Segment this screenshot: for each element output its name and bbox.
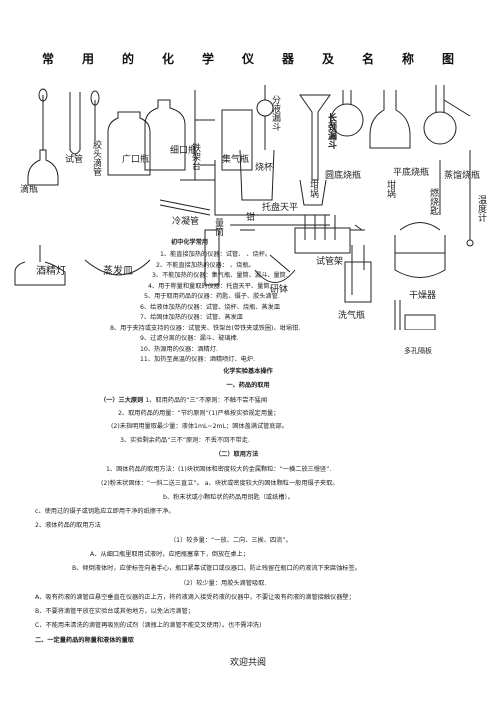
op-p10: （1）较多量：“一放、二向、三挨、四流”。 (170, 537, 292, 544)
notes-item: 8、用于夹持或支持的仪器：试管夹、铁架台(带铁夹或铁圈)、坩埚钳. (110, 324, 301, 332)
title-char: 及 (321, 52, 334, 66)
op-p3: (2)未指明用量取最少量：液体1mL~2mL；固体盖满试管底部。 (111, 423, 288, 430)
label-evaporating-dish: 蒸发皿 (103, 266, 133, 277)
label-condenser: 冷凝管 (172, 217, 200, 227)
title-char: 名 (361, 52, 374, 66)
label-long-neck-funnel: 长颈漏斗 (326, 113, 336, 149)
label-porous-plate: 多孔隔板 (404, 347, 432, 355)
title-char: 化 (161, 52, 174, 66)
op-p6: (2)粉末状固体：“一斜二送三直立”。 a、块状或密度较大的固体颗粒一般用镊子夹… (101, 480, 339, 487)
label-beaker: 烧杯 (255, 163, 274, 173)
label-crucible: 坩埚 (308, 180, 318, 198)
notes-heading: 初中化学常用 (171, 239, 209, 246)
op-p2: 2、取用药品的用量：“节约原则”(1)严格按实验规定用量； (118, 410, 280, 417)
op-p5: 1、固体药品的取用方法：(1)块状固体和密度较大的金属颗粒：“一横二放三慢竖”. (106, 466, 332, 473)
label-separatory-funnel: 分液漏斗 (270, 95, 280, 131)
section-weighing: 二、一定量药品的称量和液体的量取 (35, 637, 134, 644)
footer: 欢迎共阅 (229, 658, 266, 668)
title-char: 图 (441, 52, 454, 66)
op-p15: B、不要将滴管平放在实验台或其他地方，以免沾污滴管； (35, 608, 194, 615)
op-p4: 3、实验剩余药品“三不”原则：不丢不回不带走. (120, 437, 250, 444)
label-alcohol-lamp: 酒精灯 (36, 266, 66, 277)
label-iron-stand: 铁架台 (190, 143, 200, 170)
notes-item: 5、用于取用药品的仪器：药匙、镊子、胶头滴管. (144, 293, 280, 300)
op-p11: A、从细口瓶里取用试液时，应把瓶塞拿下，倒放在桌上； (90, 551, 249, 558)
operations-heading: 化学实验基本操作 (223, 368, 273, 375)
label-crucible-tongs: 坩埚 (385, 180, 395, 198)
label-test-tube-rack: 试管架 (316, 257, 344, 267)
label-combustion-spoon: 燃烧匙 (428, 188, 438, 215)
label-graduated-cylinder: 量筒 (213, 218, 223, 236)
op-p7: b、粉末状或小颗粒状的药品用钥匙（或纸槽）。 (163, 494, 294, 501)
label-thermometer: 温度计 (476, 195, 486, 222)
three-principles: （一）三大原则 1、取用药品的“三”不原则：不触不尝不猛闻 (100, 396, 267, 406)
notes-item: 4、用于称量和量取的仪器：托盘天平、量筒. (148, 282, 272, 290)
label-mortar: 研钵 (270, 285, 289, 295)
page-title: 常用的化学仪器及名称图 (0, 50, 496, 67)
label-test-tube: 试管 (65, 155, 84, 165)
op-p16: C、不能用未清洗的滴管再吸别的试剂（滴瓶上的滴管不能交叉使用）。也不需冲洗) (35, 622, 262, 629)
op-p14: A、吸有药液的滴管应悬空垂直在仪器的正上方，将药液滴入接受药液的仪器中，不要让吸… (35, 594, 355, 601)
notes-item: 1、能直接加热的仪器：试管、 、烧杯。 (160, 251, 272, 258)
notes-item: 3、不能加热的仪器：集气瓶、量筒、漏斗、量筒. (152, 272, 288, 279)
label-tongs: 钳 (246, 213, 256, 223)
label-narrow-mouth-bottle: 细口瓶 (170, 146, 198, 156)
three-principles-title: （一）三大原则 (100, 397, 144, 404)
notes-item: 6、给液体加热的仪器：试管、烧杯、烧瓶、蒸发皿 (140, 303, 281, 311)
notes-item: 11、加热至高温的仪器：酒精喷灯、电炉. (140, 356, 256, 363)
apparatus-illustration (14, 85, 474, 330)
label-wide-mouth-bottle: 广口瓶 (122, 155, 150, 165)
label-distilling-flask: 蒸馏烧瓶 (444, 171, 481, 181)
label-flat-flask: 平底烧瓶 (393, 168, 430, 178)
label-dropper-bottle: 滴瓶 (20, 185, 39, 195)
sub-method: （二）取用方法 (215, 451, 259, 458)
label-gas-jar: 集气瓶 (222, 155, 250, 165)
notes-item: 7、给固体加热的仪器：试管、蒸发皿 (140, 314, 243, 321)
label-desiccator: 干燥器 (409, 291, 437, 301)
op-p8: c、使用过的镊子或钥匙应立即用干净的纸擦干净。 (35, 508, 175, 515)
title-char: 器 (281, 52, 294, 66)
label-dropper: 胶头滴管 (91, 140, 101, 176)
notes-item: 2、不能直接加热的仪器： 、烧瓶。 (156, 261, 255, 269)
title-char: 用 (81, 52, 94, 66)
label-wash-bottle: 洗气瓶 (338, 311, 366, 321)
notes-item: 10、热源用的仪器：酒精灯. (140, 345, 218, 353)
title-char: 学 (201, 52, 214, 66)
title-char: 常 (41, 52, 54, 66)
label-balance: 托盘天平 (262, 203, 299, 213)
title-char: 称 (401, 52, 414, 66)
title-char: 的 (121, 52, 134, 66)
label-round-flask: 圆底烧瓶 (325, 171, 362, 181)
section-drug-taking: 一、药品的取用 (226, 382, 270, 389)
op-p12: B、倾倒液体时，应使标签向着手心，瓶口紧靠试管口或仪器口，防止残留在瓶口的药液流… (72, 565, 361, 572)
title-char: 仪 (241, 52, 254, 66)
op-p13: （2）较少量：用胶头滴管吸取. (180, 580, 267, 587)
notes-item: 9、过滤分离的仪器：漏斗、玻璃棒. (140, 335, 239, 342)
op-p9: 2、液体药品的取用方法 (35, 522, 101, 529)
three-principles-text: 1、取用药品的“三”不原则：不触不尝不猛闻 (143, 397, 268, 404)
